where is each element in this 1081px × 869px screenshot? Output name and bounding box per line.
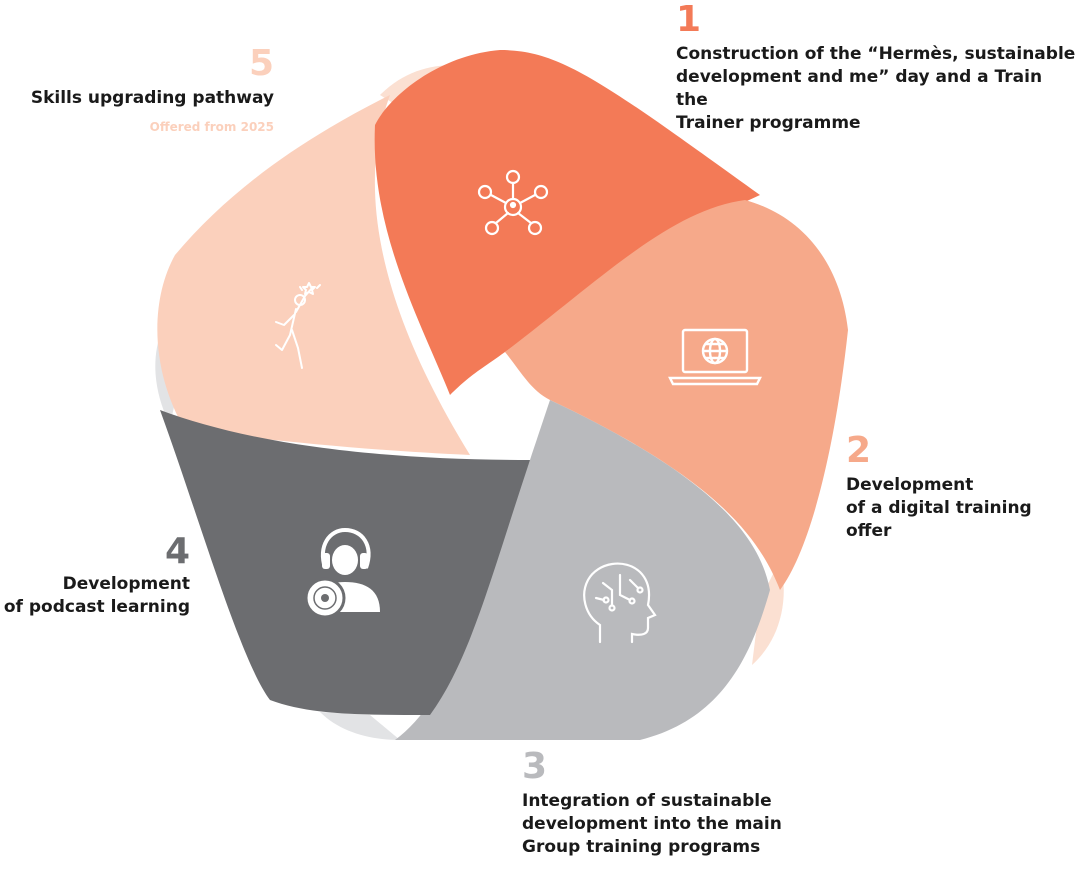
segment-5 (157, 95, 470, 455)
step-2-line-2: of a digital training offer (846, 498, 1032, 541)
step-1-number: 1 (676, 0, 702, 40)
step-5-line-1: Skills upgrading pathway (30, 88, 274, 108)
segment-3 (395, 400, 770, 740)
step-2-line-1: Development (846, 475, 974, 495)
step-5-subtitle: Offered from 2025 (149, 120, 274, 134)
rim-shadow-bottom (320, 712, 400, 740)
step-3-label: Integration of sustainable development i… (522, 790, 822, 859)
step-1-line-2: development and me” day and a Train the (676, 67, 1043, 110)
network-people-icon (477, 169, 549, 236)
step-3-line-2: development into the main (522, 814, 782, 834)
step-4-number: 4 (164, 531, 190, 572)
step-2-number: 2 (846, 430, 872, 471)
step-2-label: Development of a digital training offer (846, 474, 1078, 543)
step-5-number: 5 (248, 43, 274, 84)
brain-circuit-icon (583, 562, 657, 644)
segment-1 (374, 50, 760, 395)
person-reaching-star-icon (275, 282, 321, 369)
step-3-line-3: Group training programs (522, 837, 761, 857)
step-4-line-1: Development (62, 574, 190, 594)
step-4-label: Development of podcast learning (2, 573, 190, 619)
step-1-line-3: Trainer programme (676, 113, 861, 133)
step-3-line-1: Integration of sustainable (522, 791, 772, 811)
headphones-person-disc-icon (304, 527, 380, 619)
step-1-line-1: Construction of the “Hermès, sustainable (676, 44, 1076, 64)
step-4-line-2: of podcast learning (3, 597, 190, 617)
rim-shadow-right-lower (752, 560, 784, 665)
step-1-label: Construction of the “Hermès, sustainable… (676, 43, 1076, 135)
segment-2 (505, 200, 848, 590)
step-5-label: Skills upgrading pathway (20, 87, 274, 110)
laptop-globe-icon (668, 328, 762, 386)
step-3-number: 3 (522, 746, 548, 787)
